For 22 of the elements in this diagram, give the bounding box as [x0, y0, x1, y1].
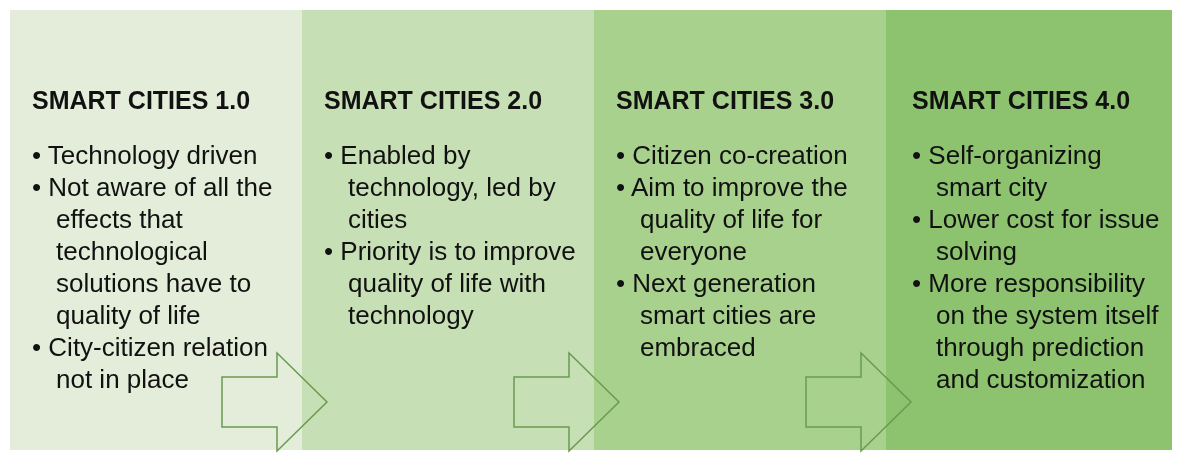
bullet-text: • Aim to improve the quality of life for everyone — [616, 171, 849, 267]
bullet-text: • Self-organizing smart city — [912, 139, 1103, 203]
stage-panel — [594, 10, 886, 450]
bullet-text: • Technology driven — [32, 139, 259, 171]
panel-heading: SMART CITIES 4.0 — [912, 86, 1132, 115]
bullet-text: • More responsibility on the system itself through prediction and customization — [912, 267, 1160, 395]
bullet-text: • Not aware of all the effects that technological solutions have to quality of life — [32, 171, 274, 331]
bullet-text: • Next generation smart cities are embraced — [616, 267, 818, 363]
panel-heading: SMART CITIES 1.0 — [32, 86, 252, 115]
bullet-text: • City-citizen relation not in place — [32, 331, 269, 395]
bullet-text: • Enabled by technology, led by cities — [324, 139, 557, 235]
bullet-text: • Lower cost for issue solving — [912, 203, 1161, 267]
stage-panel — [302, 10, 594, 450]
stage-panel — [886, 10, 1172, 450]
panel-heading: SMART CITIES 2.0 — [324, 86, 544, 115]
bullet-text: • Priority is to improve quality of life with technology — [324, 235, 577, 331]
stage-panel — [10, 10, 302, 450]
panel-heading: SMART CITIES 3.0 — [616, 86, 836, 115]
bullet-text: • Citizen co-creation — [616, 139, 849, 171]
block-arrow — [513, 351, 621, 453]
block-arrow — [221, 351, 329, 453]
block-arrow — [805, 351, 913, 453]
